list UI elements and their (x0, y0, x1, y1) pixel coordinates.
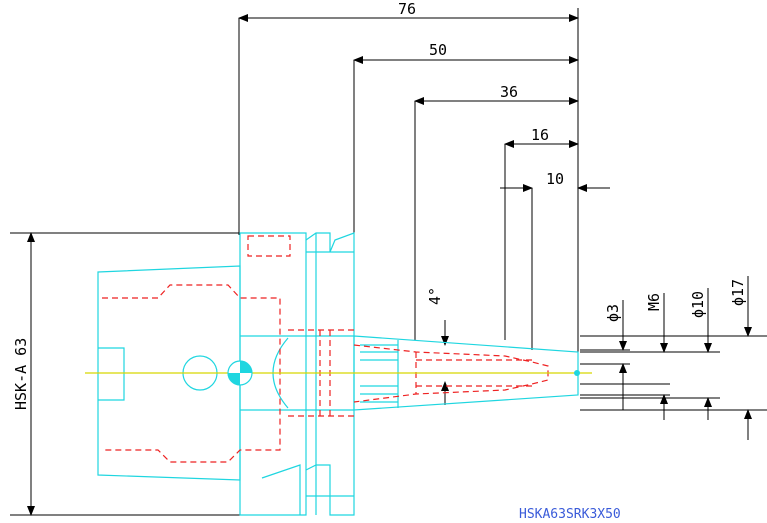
dim-phi17: ϕ17 (729, 279, 747, 306)
dimension-lines (10, 8, 767, 516)
dim-50: 50 (429, 41, 447, 59)
dim-hsk: HSK-A 63 (12, 338, 30, 410)
hidden-lines (102, 235, 549, 463)
dim-36: 36 (500, 83, 518, 101)
dim-16: 16 (531, 126, 549, 144)
dim-10: 10 (546, 170, 564, 188)
center-marker (227, 360, 580, 386)
dim-phi10: ϕ10 (689, 291, 707, 318)
part-code-label: HSKA63SRK3X50 (519, 507, 621, 522)
dim-76: 76 (398, 0, 416, 18)
dimension-labels: 76 50 36 16 10 ϕ3 M6 ϕ10 ϕ17 4° HSK-A 63 (12, 0, 747, 410)
dim-phi3: ϕ3 (604, 304, 622, 322)
dim-m6: M6 (645, 293, 663, 311)
tool-holder-outline (97, 232, 579, 516)
dim-angle: 4° (426, 287, 444, 305)
